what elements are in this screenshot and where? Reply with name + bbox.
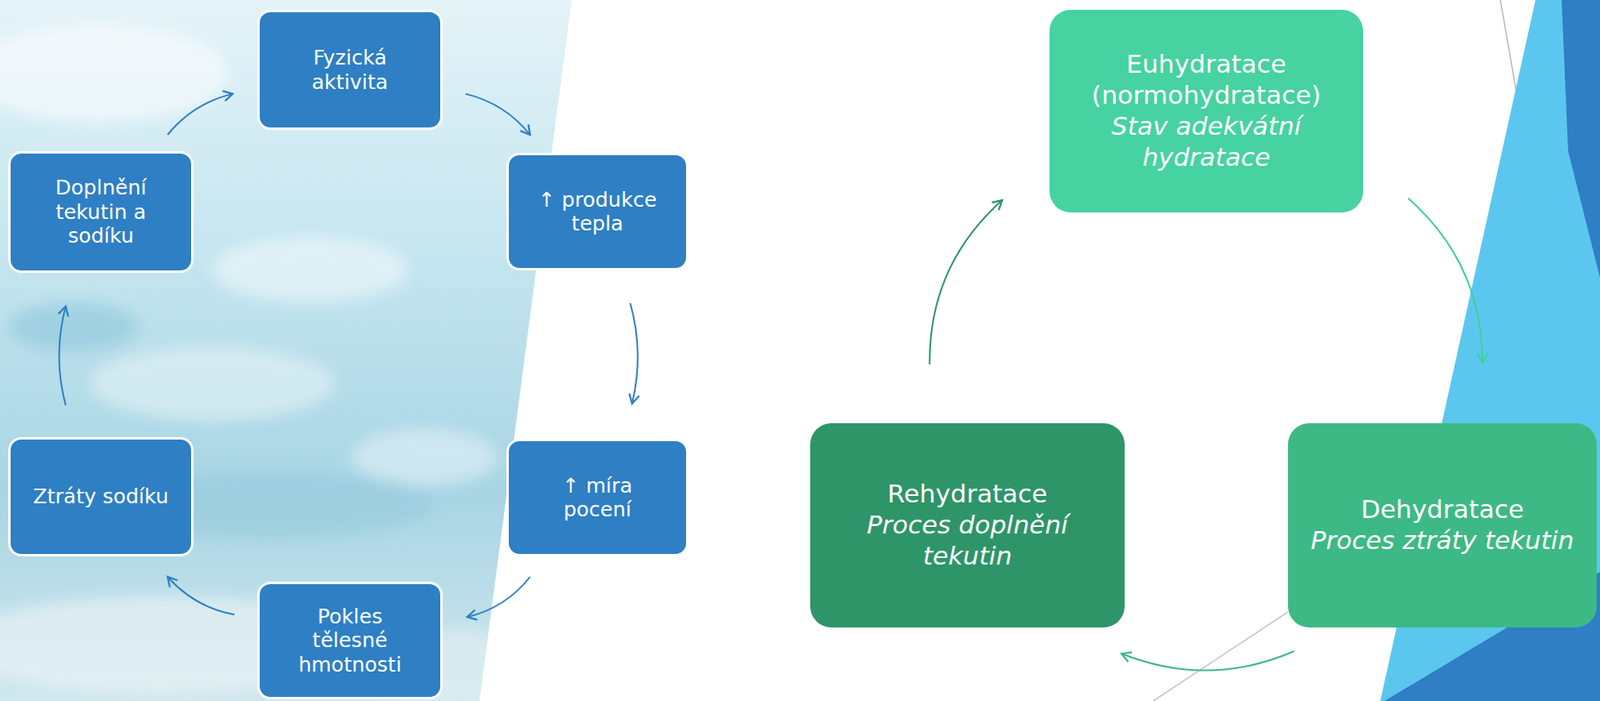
cycle-arrow	[1408, 198, 1483, 363]
process-box: Doplnění tekutin a sodíku	[8, 151, 194, 273]
process-box: Pokles tělesné hmotnosti	[257, 581, 443, 700]
cycle-arrow	[630, 303, 638, 404]
node-label: Euhydratace (normohydratace)	[1069, 49, 1344, 112]
node-label: Dehydratace	[1310, 494, 1574, 526]
node-description: Stav adekvátní hydratace	[1069, 111, 1344, 174]
cycle-arrow	[167, 93, 233, 135]
text-stack: DehydrataceProces ztráty tekutin	[1310, 494, 1574, 557]
text-stack: Doplnění tekutin a sodíku	[31, 175, 172, 249]
node-label: ↑ produkce tepla	[527, 187, 669, 237]
state-box: RehydrataceProces doplnění tekutin	[810, 423, 1125, 628]
process-box: Fyzická aktivita	[257, 9, 443, 130]
node-description: Proces doplnění tekutin	[830, 509, 1105, 572]
state-box: DehydrataceProces ztráty tekutin	[1288, 423, 1597, 628]
text-stack: RehydrataceProces doplnění tekutin	[830, 478, 1105, 571]
process-box: ↑ produkce tepla	[506, 152, 689, 271]
text-stack: Fyzická aktivita	[280, 45, 421, 94]
glare	[89, 347, 335, 421]
ripple	[8, 302, 139, 352]
cycle-arrow	[58, 306, 66, 406]
glare	[0, 24, 229, 123]
cycle-arrow	[467, 576, 531, 617]
cycle-arrow	[167, 576, 235, 615]
text-stack: ↑ míra pocení	[527, 473, 669, 522]
node-label: Doplnění tekutin a sodíku	[31, 175, 172, 249]
text-stack: Euhydratace (normohydratace)Stav adekvát…	[1069, 49, 1344, 173]
cycle-arrow	[1121, 650, 1294, 671]
cycle-arrow	[465, 93, 531, 135]
node-label: Rehydratace	[830, 478, 1105, 510]
deco-chevron	[1561, 0, 1600, 278]
node-label: Ztráty sodíku	[33, 484, 170, 509]
state-box: Euhydratace (normohydratace)Stav adekvát…	[1049, 9, 1364, 213]
text-stack: ↑ produkce tepla	[527, 187, 669, 237]
node-label: Fyzická aktivita	[280, 45, 421, 94]
glare	[351, 428, 499, 486]
glare	[212, 236, 409, 303]
cycle-arrow	[929, 200, 1003, 365]
process-box: Ztráty sodíku	[8, 436, 194, 557]
process-box: ↑ míra pocení	[506, 438, 689, 557]
node-label: Pokles tělesné hmotnosti	[280, 604, 421, 678]
text-stack: Pokles tělesné hmotnosti	[280, 604, 421, 678]
water-photo	[0, 0, 589, 701]
node-label: ↑ míra pocení	[527, 473, 669, 522]
deco-line	[1153, 611, 1289, 701]
text-stack: Ztráty sodíku	[33, 484, 170, 509]
node-description: Proces ztráty tekutin	[1310, 525, 1574, 557]
